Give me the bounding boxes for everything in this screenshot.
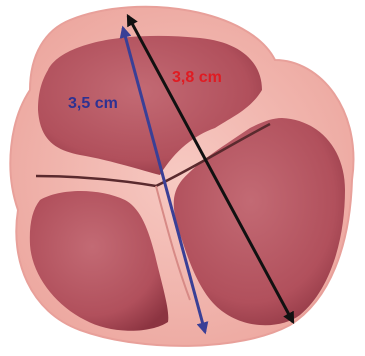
measurement-label-inner: 3,5 cm [68,95,118,112]
measurement-label-outer: 3,8 cm [172,69,222,86]
